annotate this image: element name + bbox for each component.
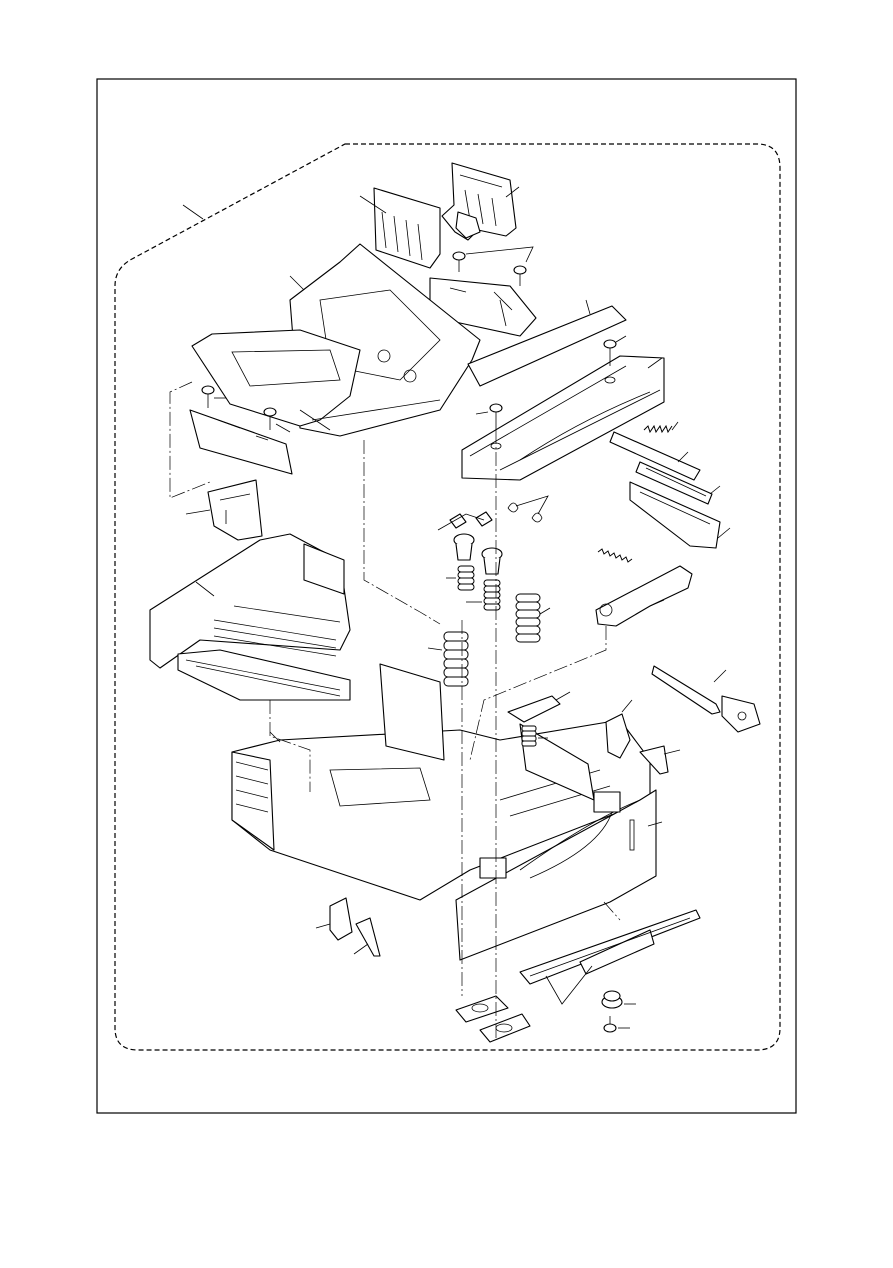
rack-gear xyxy=(519,909,701,985)
pinion-gear xyxy=(601,990,623,1009)
leader-bar-screw xyxy=(615,335,627,343)
leader-coil-large xyxy=(539,607,551,615)
leader-clips xyxy=(437,513,485,531)
assembly-leader xyxy=(182,204,204,220)
cassette-front-cover xyxy=(455,789,657,961)
leader-bar-screw2 xyxy=(475,411,489,415)
leader-strip xyxy=(585,299,591,315)
leader-latch-left xyxy=(315,923,331,929)
spring-cap-1 xyxy=(453,533,475,561)
screw-bar-right xyxy=(603,339,617,366)
leader-latch-right xyxy=(621,699,633,713)
torsion-springs xyxy=(507,502,543,523)
leader-bar xyxy=(647,357,663,369)
clip-pair xyxy=(449,511,493,529)
leader-lever-small xyxy=(555,691,571,701)
leader-coil-xl xyxy=(427,647,443,651)
chain-rack xyxy=(603,901,621,921)
leader-rail-lower xyxy=(717,527,731,539)
cassette-body xyxy=(231,663,651,901)
leader-side-guide xyxy=(195,581,215,597)
assembly-boundary xyxy=(114,143,781,1051)
coil-spring-large xyxy=(515,593,541,643)
leader-lock-lever xyxy=(649,599,665,607)
leader-torsion xyxy=(515,495,549,515)
coil-spring-tray xyxy=(521,725,537,747)
foot-plate-left xyxy=(455,995,509,1023)
screw-bar-left xyxy=(489,403,503,430)
side-plate-left xyxy=(191,329,441,431)
end-guide-back xyxy=(441,162,517,241)
slider-left xyxy=(207,479,263,541)
leader-left-screw2 xyxy=(275,423,291,433)
lever-small xyxy=(507,695,561,723)
drive-arm xyxy=(651,665,761,733)
chain-left xyxy=(169,381,211,499)
lock-lever xyxy=(595,565,693,627)
leader-rail-upper xyxy=(677,451,689,463)
screw-top-left xyxy=(452,251,466,272)
spring-cap-2 xyxy=(481,547,503,575)
leader-rail-spring xyxy=(671,421,679,431)
leaf-spring-left xyxy=(355,917,381,957)
foot-plate-right xyxy=(479,1013,531,1043)
leader-slider-left xyxy=(185,509,211,515)
coil-spring-mid xyxy=(483,579,501,611)
latch-left xyxy=(329,897,353,941)
leader-screws-top xyxy=(465,246,534,263)
front-cover-strip xyxy=(467,305,627,387)
rail-spring xyxy=(643,424,673,434)
chain-diag-1 xyxy=(363,440,441,625)
figure-frame xyxy=(96,78,797,1114)
leaf-spring-right xyxy=(639,745,669,775)
leader-leaf-left xyxy=(353,943,369,955)
rail-lower xyxy=(629,481,721,549)
coil-spring-small xyxy=(457,565,475,591)
side-bracket-left xyxy=(189,385,293,475)
coil-spring-xl xyxy=(443,631,469,687)
latch-right xyxy=(605,713,631,759)
leader-end-guide xyxy=(505,186,520,198)
end-guide-plate xyxy=(373,187,441,269)
tension-spring xyxy=(597,548,633,563)
leader-end-plate xyxy=(359,195,387,214)
rail-upper xyxy=(609,431,701,481)
gear-screw xyxy=(603,1016,617,1033)
side-guide xyxy=(149,533,351,701)
leader-drive-arm xyxy=(713,669,727,683)
screw-top-right xyxy=(513,265,527,286)
chain-diag-3 xyxy=(469,626,607,761)
chain-diag-2 xyxy=(269,700,311,792)
leader-front-cover xyxy=(647,821,663,827)
rail-middle xyxy=(635,461,713,505)
leader-plate xyxy=(289,275,305,291)
leader-cassette xyxy=(269,731,281,743)
leader-rack xyxy=(545,965,593,1005)
leader-rail-middle xyxy=(709,485,721,495)
leader-leaf-right xyxy=(663,749,681,755)
